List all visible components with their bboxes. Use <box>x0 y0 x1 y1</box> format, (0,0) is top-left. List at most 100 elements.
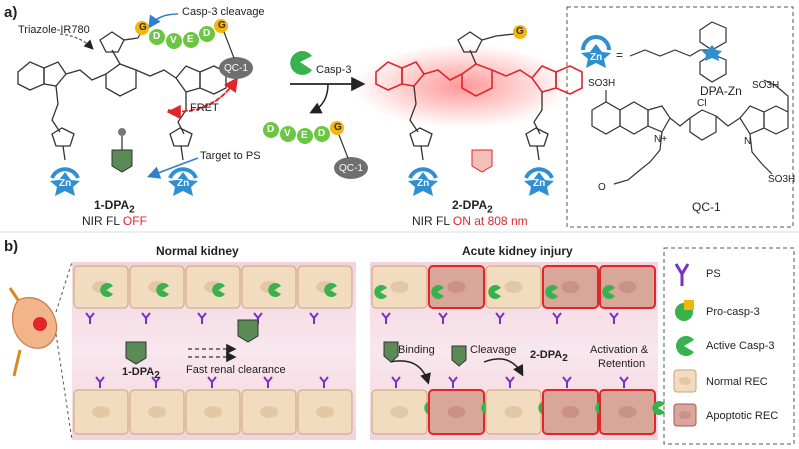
aki-label: Acute kidney injury <box>462 244 573 258</box>
nir-right: NIR FL ON at 808 nm <box>412 214 528 228</box>
target-label: Target to PS <box>200 150 261 162</box>
apoptotic-rec-legend-icon <box>673 403 697 427</box>
ps-top-4 <box>309 312 319 324</box>
panel-b-label: b) <box>4 238 19 255</box>
normal-cell-bottom-3-nucleus <box>260 406 278 418</box>
dpa-zn-icon <box>581 35 611 68</box>
legend-normal-rec: Normal REC <box>706 376 768 388</box>
panel-a-label: a) <box>4 4 18 21</box>
ps-legend-icon <box>674 263 690 286</box>
target-arrow <box>147 157 199 179</box>
legend-activecasp: Active Casp-3 <box>706 340 775 352</box>
legend-procasp: Pro-casp-3 <box>706 306 760 318</box>
v-bead <box>166 33 182 49</box>
peptide-v: V <box>170 35 177 46</box>
ps-top-0 <box>85 312 95 324</box>
fret-arrow-back <box>166 87 231 120</box>
normal-cell-bottom-1-nucleus <box>148 406 166 418</box>
zn-cap-left-1 <box>50 167 80 196</box>
normal-cells-top <box>73 265 353 324</box>
aki-cell-top-4-nucleus <box>618 281 637 293</box>
so3h-2: SO3H <box>752 80 780 91</box>
aki-ps-top-4 <box>609 312 619 324</box>
normal-cell-bottom-2-nucleus <box>204 406 222 418</box>
dpa-zn-label: DPA-Zn <box>700 84 742 98</box>
g-bead <box>135 21 149 35</box>
zn-cap-left-2 <box>168 167 198 196</box>
peptide-d1: D <box>153 31 161 42</box>
aki-cell-top-1-nucleus <box>447 281 466 293</box>
frag-e: E <box>301 130 308 141</box>
retention-label: Retention <box>598 358 646 370</box>
legend-b-box <box>663 247 795 445</box>
aki-cell-bottom-4-nucleus <box>618 406 637 418</box>
n-plus-atom: N+ <box>654 134 668 145</box>
d-bead <box>149 29 165 45</box>
ps-bottom-4 <box>319 376 329 388</box>
aki-ps-bottom-3 <box>562 376 572 388</box>
aki-ps-top-2 <box>495 312 505 324</box>
g-bead-2 <box>214 19 228 33</box>
zn-label-3: Zn <box>417 178 430 189</box>
b-compound2-name: 2-DPA2 <box>530 349 568 365</box>
aki-cell-bottom-2-nucleus <box>504 406 523 418</box>
procasp-top-2 <box>212 283 225 298</box>
ps-top-1 <box>141 312 151 324</box>
aki-cell-bottom-3-nucleus <box>561 406 580 418</box>
aki-casp-top-4 <box>602 285 615 299</box>
aki-ps-bottom-1 <box>448 376 458 388</box>
dpa-equals: = <box>616 48 624 62</box>
aki-cell-bottom-1-nucleus <box>447 406 466 418</box>
peptide-e: E <box>187 34 194 45</box>
normal-cell-bottom-0-nucleus <box>92 406 110 418</box>
normal-rec-legend-icon <box>673 369 697 393</box>
legend-ps: PS <box>706 268 721 280</box>
release-arrow <box>309 83 329 114</box>
qc1-node-label: QC-1 <box>224 63 248 74</box>
casp3-enzyme <box>290 50 312 76</box>
ps-probe-right <box>471 149 493 173</box>
aki-cell-top-3-nucleus <box>561 281 580 293</box>
peptide-g1: G <box>139 22 147 33</box>
procasp-top-0 <box>100 283 113 298</box>
fret-label: FRET <box>190 102 219 114</box>
normal-cells-bottom <box>73 376 353 435</box>
structure-box <box>566 6 794 228</box>
zn-label-box: Zn <box>590 52 603 63</box>
aki-ps-bottom-0 <box>391 376 401 388</box>
e-bead <box>183 32 199 48</box>
frag-d2: D <box>318 128 326 139</box>
zn-label-2: Zn <box>177 178 190 189</box>
nir-left: NIR FL OFF <box>82 214 147 228</box>
so3h-3: SO3H <box>768 174 796 185</box>
zn-cap-right-1 <box>408 167 438 196</box>
qc1-struct-label: QC-1 <box>692 200 721 214</box>
aki-ps-top-1 <box>438 312 448 324</box>
aki-ps-top-0 <box>381 312 391 324</box>
o-atom: O <box>598 182 606 193</box>
triazole-label: Triazole-IR780 <box>18 24 90 36</box>
fast-renal-label: Fast renal clearance <box>186 364 286 376</box>
activecasp-legend-icon <box>676 335 694 356</box>
frag-v: V <box>284 128 291 139</box>
procasp-top-1 <box>156 283 169 298</box>
aki-casp-top-3 <box>545 285 558 299</box>
procasp-legend-icon <box>675 300 694 321</box>
cleavage-arrow <box>148 13 179 29</box>
activation-label: Activation & <box>590 344 649 356</box>
right-g-bead <box>513 25 527 39</box>
probe-normal <box>125 341 147 365</box>
aki-casp-top-2 <box>488 285 501 299</box>
ps-bottom-3 <box>263 376 273 388</box>
normal-cell-bottom-4-nucleus <box>316 406 334 418</box>
right-molecule <box>375 61 583 97</box>
aki-cell-top-2-nucleus <box>504 281 523 293</box>
cl-atom: Cl <box>697 98 707 109</box>
aki-ps-bottom-2 <box>505 376 515 388</box>
aki-cells-bottom <box>371 376 665 435</box>
aki-cells-top <box>371 265 656 324</box>
binding-label: Binding <box>398 344 435 356</box>
ps-probe-left <box>111 128 133 173</box>
zn-label-1: Zn <box>59 178 72 189</box>
ps-bottom-2 <box>207 376 217 388</box>
